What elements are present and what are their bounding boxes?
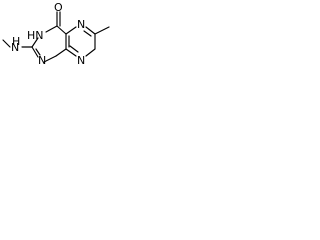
oxygen-label: O (54, 1, 63, 14)
amine-methyl-bond (2, 39, 11, 48)
ring-bond (85, 26, 96, 35)
bond-lines (2, 11, 110, 63)
ring-bond (65, 26, 77, 35)
ring-bond (56, 25, 67, 35)
nitrogen-label-bottom-right: N (77, 54, 85, 67)
nitrogen-label-bottom-left: N (38, 54, 46, 67)
ring-bond (55, 48, 67, 57)
ring-bond-double (69, 45, 79, 53)
chemical-structure-canvas: O N HN N N H N (0, 0, 122, 85)
hydrogen-label: H (12, 35, 20, 48)
ring-bond (31, 46, 39, 58)
ring-bond (85, 48, 96, 57)
nitrogen-label-left: N (11, 41, 19, 54)
atom-labels: O N HN N N H N (11, 1, 85, 67)
ring-bond (31, 37, 39, 48)
ring-bond (65, 48, 77, 57)
ring-bond-double (35, 48, 41, 56)
nitrogen-label-top-right: N (77, 18, 85, 31)
ring-bond (43, 55, 57, 63)
ring-bond (45, 25, 58, 33)
nh-label: HN (27, 29, 44, 42)
methyl-bond (94, 26, 110, 35)
pteridine-structure-drawing: O N HN N N H N (2, 1, 110, 67)
ring-bond-double (83, 30, 92, 37)
